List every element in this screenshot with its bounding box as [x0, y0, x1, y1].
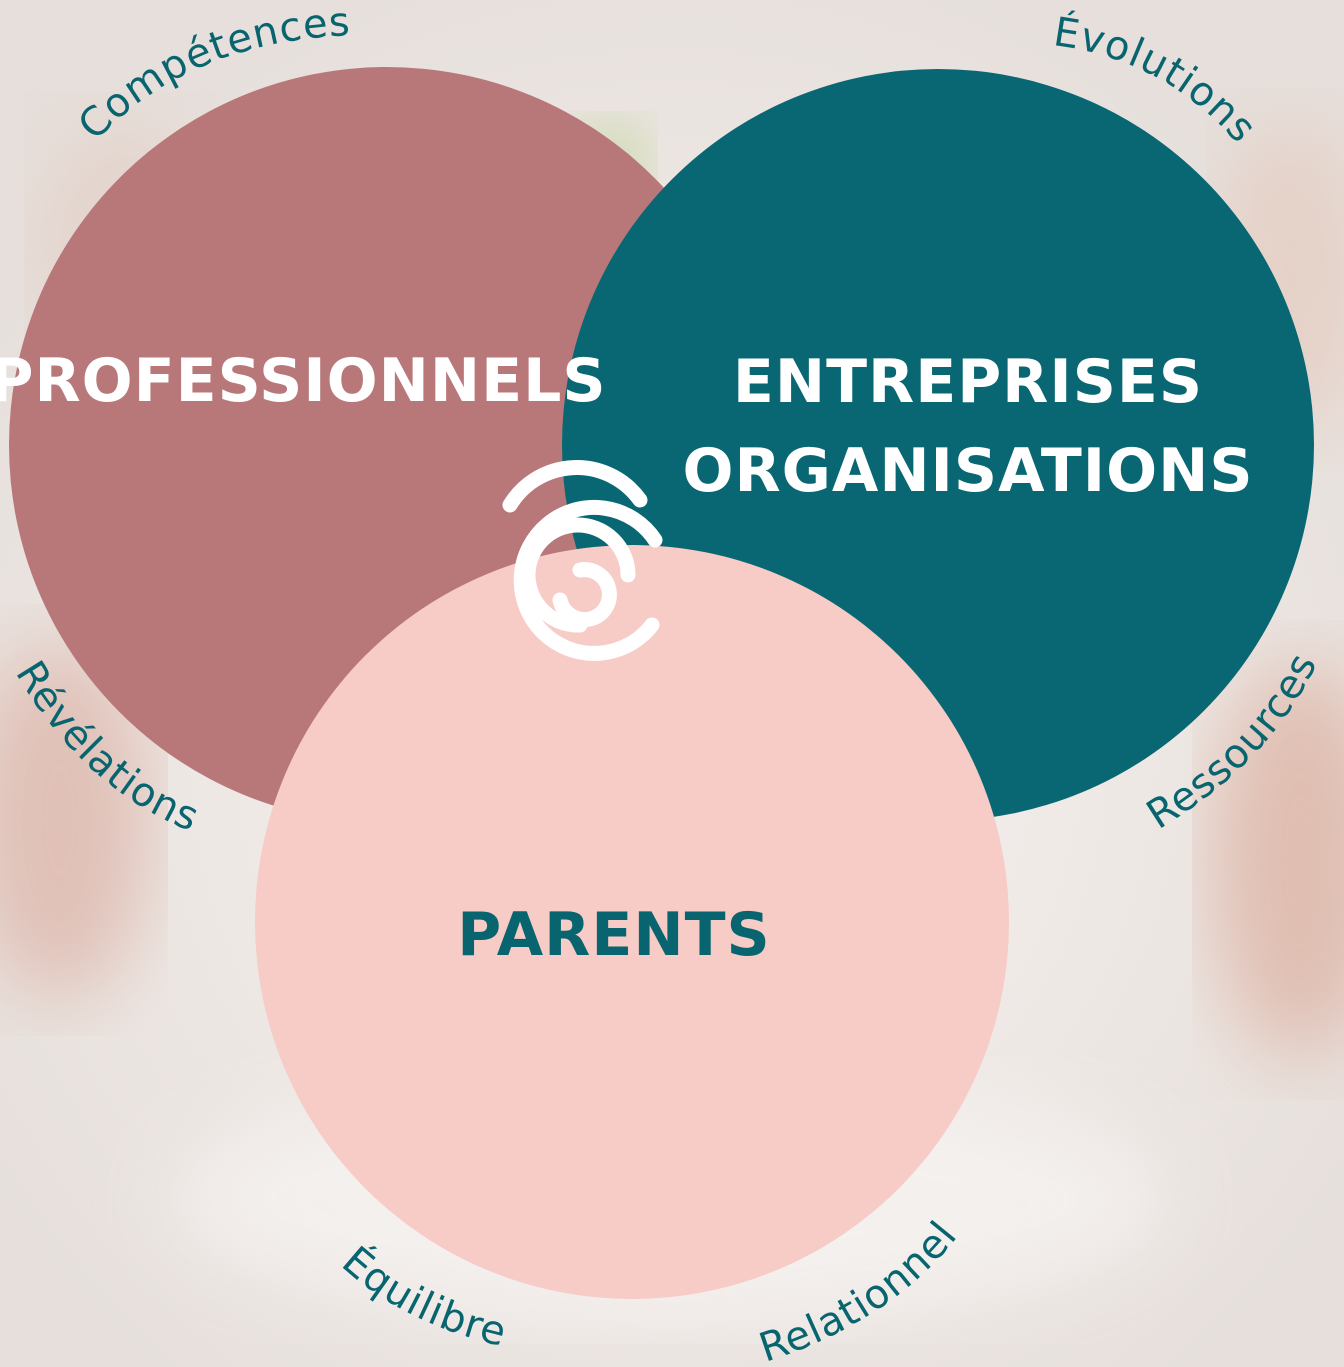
spiral-icon [502, 460, 663, 661]
label-parents: PARENTS [457, 900, 770, 970]
label-entreprises: ENTREPRISES [733, 347, 1203, 417]
label-professionnels: PROFESSIONNELS [0, 346, 607, 416]
label-organisations: ORGANISATIONS [682, 436, 1253, 506]
circle-parents [255, 545, 1009, 1299]
